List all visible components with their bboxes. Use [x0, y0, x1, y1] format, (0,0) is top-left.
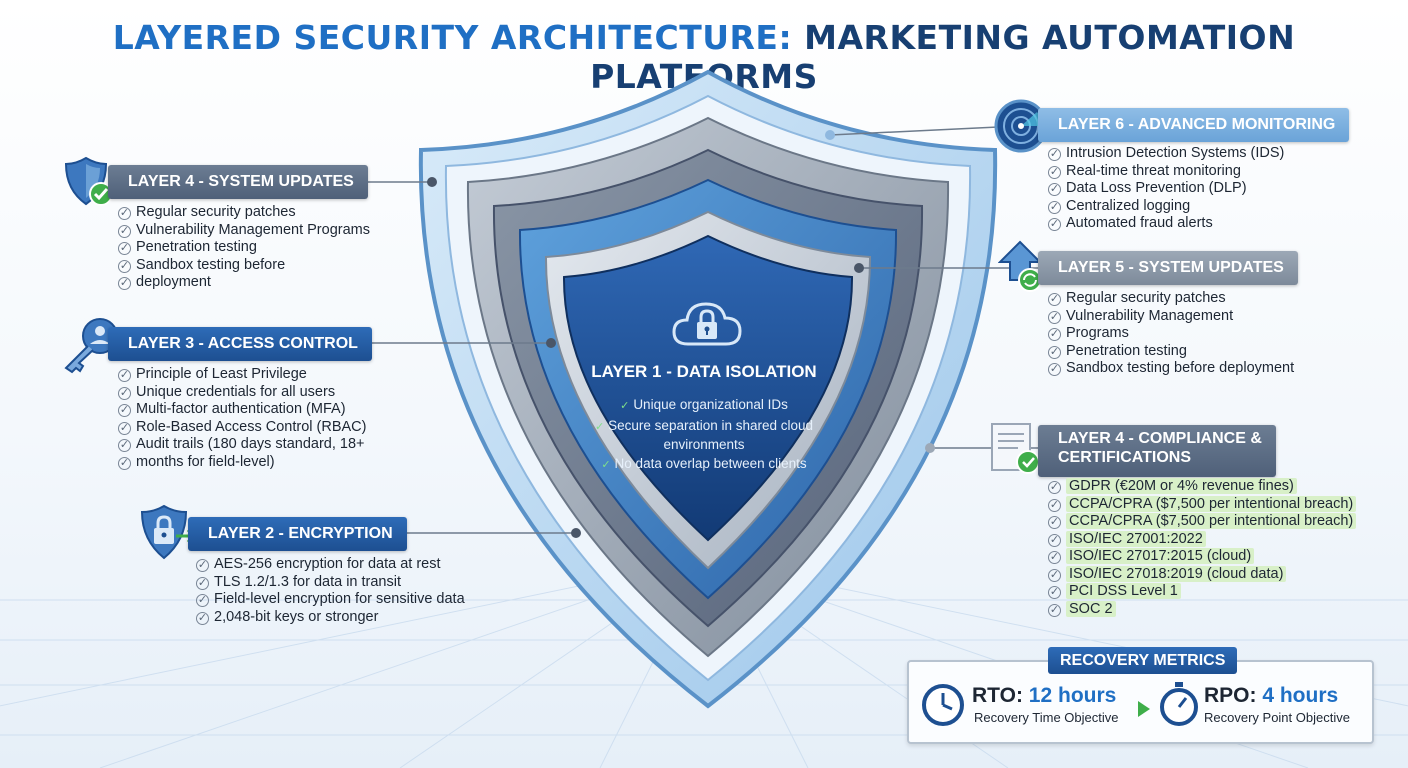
list-item: ✓No data overlap between clients: [601, 456, 807, 471]
list-item: Real-time threat monitoring: [1046, 163, 1376, 181]
rto-metric: RTO: 12 hours: [972, 684, 1117, 707]
list-item: Sandbox testing before: [116, 257, 416, 275]
list-item: Principle of Least Privilege: [116, 366, 416, 384]
layer-6-header: LAYER 6 - ADVANCED MONITORING: [1038, 108, 1350, 142]
list-item: Automated fraud alerts: [1046, 215, 1376, 233]
list-item: ISO/IEC 27017:2015 (cloud): [1046, 548, 1376, 566]
list-item: AES-256 encryption for data at rest: [194, 556, 514, 574]
title-part-1: LAYERED SECURITY ARCHITECTURE:: [112, 18, 793, 57]
list-item: TLS 1.2/1.3 for data in transit: [194, 574, 514, 592]
list-item: Role-Based Access Control (RBAC): [116, 419, 416, 437]
layer-4-right-items: GDPR (€20M or 4% revenue fines) CCPA/CPR…: [1046, 478, 1376, 618]
update-arrow-icon: [998, 240, 1043, 292]
layer-5-items: Regular security patches Vulnerability M…: [1046, 290, 1376, 378]
clock-icon: [922, 684, 964, 726]
layer-4-right-header: LAYER 4 - COMPLIANCE & CERTIFICATIONS: [1038, 425, 1276, 477]
list-item: ISO/IEC 27018:2019 (cloud data): [1046, 565, 1376, 584]
page-title: LAYERED SECURITY ARCHITECTURE: MARKETING…: [0, 18, 1408, 96]
list-item-continuation: Programs: [1046, 325, 1376, 343]
list-item: Multi-factor authentication (MFA): [116, 401, 416, 419]
list-item: ✓Secure separation in shared cloud envir…: [594, 418, 814, 452]
list-item: Vulnerability Management: [1046, 308, 1376, 326]
list-item: Intrusion Detection Systems (IDS): [1046, 145, 1376, 163]
list-item: Data Loss Prevention (DLP): [1046, 180, 1376, 198]
layer-2-header: LAYER 2 - ENCRYPTION: [188, 517, 407, 551]
layer-2-items: AES-256 encryption for data at rest TLS …: [194, 556, 514, 626]
cloud-lock-icon: [672, 302, 742, 346]
certificate-icon: [991, 423, 1040, 474]
rto-subtitle: Recovery Time Objective: [974, 710, 1119, 725]
rpo-metric: RPO: 4 hours: [1204, 684, 1339, 707]
list-item: CCPA/CPRA ($7,500 per intentional breach…: [1046, 513, 1376, 531]
list-item: Penetration testing: [1046, 343, 1376, 361]
list-item: ISO/IEC 27001:2022: [1046, 530, 1376, 549]
radar-icon: [994, 99, 1048, 153]
list-item: CCPA/CPRA ($7,500 per intentional breach…: [1046, 495, 1376, 514]
list-item: Sandbox testing before deployment: [1046, 360, 1376, 378]
layer-3-items: Principle of Least Privilege Unique cred…: [116, 366, 416, 471]
layer-6-items: Intrusion Detection Systems (IDS) Real-t…: [1046, 145, 1376, 233]
shield-check-icon: [64, 156, 113, 206]
list-item: Regular security patches: [1046, 290, 1376, 308]
list-item: Penetration testing: [116, 239, 416, 257]
shield-core: [562, 234, 854, 542]
rpo-subtitle: Recovery Point Objective: [1204, 710, 1350, 725]
layer-3-header: LAYER 3 - ACCESS CONTROL: [108, 327, 372, 361]
recovery-metrics-panel: [907, 660, 1374, 744]
list-item-continuation: deployment: [116, 274, 416, 292]
list-item: Centralized logging: [1046, 198, 1376, 216]
layer-4-left-items: Regular security patches Vulnerability M…: [116, 204, 416, 292]
list-item: Audit trails (180 days standard, 18+: [116, 436, 416, 454]
title-part-2: MARKETING AUTOMATION PLATFORMS: [590, 18, 1296, 96]
list-item-continuation: months for field-level): [116, 454, 416, 472]
list-item: GDPR (€20M or 4% revenue fines): [1046, 478, 1376, 496]
list-item: Vulnerability Management Programs: [116, 222, 416, 240]
list-item: SOC 2: [1046, 600, 1376, 619]
layer-4-left-header: LAYER 4 - SYSTEM UPDATES: [108, 165, 368, 199]
list-item: 2,048-bit keys or stronger: [194, 609, 514, 627]
lock-shield-icon: [140, 504, 196, 560]
recovery-metrics-title: RECOVERY METRICS: [1048, 647, 1238, 674]
list-item: PCI DSS Level 1: [1046, 583, 1376, 601]
list-item: Field-level encryption for sensitive dat…: [194, 591, 514, 609]
stopwatch-icon: [1160, 682, 1198, 726]
layer-1-label: LAYER 1 - DATA ISOLATION: [591, 362, 817, 381]
list-item: Regular security patches: [116, 204, 416, 222]
list-item: ✓Unique organizational IDs: [620, 397, 788, 412]
layer-5-header: LAYER 5 - SYSTEM UPDATES: [1038, 251, 1298, 285]
list-item: Unique credentials for all users: [116, 384, 416, 402]
arrow-right-icon: [1138, 701, 1150, 717]
layer-1-items: ✓Unique organizational IDs ✓Secure separ…: [590, 396, 818, 476]
